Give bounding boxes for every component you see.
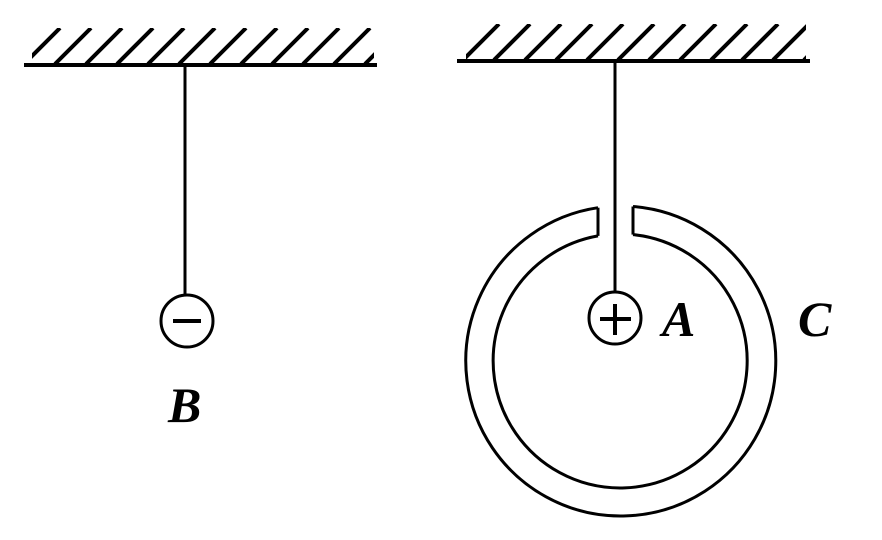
ball-A (587, 290, 643, 346)
label-B: B (167, 377, 201, 433)
shell-outer-arc (464, 205, 778, 518)
left-ceiling (24, 28, 377, 67)
right-ceiling-hatching (466, 24, 806, 60)
left-ceiling-hatching (32, 28, 374, 64)
label-A: A (659, 291, 695, 347)
shell-inner-arc (491, 233, 749, 490)
right-ceiling (457, 24, 810, 63)
label-C: C (798, 291, 832, 347)
shell-C (464, 205, 778, 518)
ball-B (159, 293, 215, 349)
